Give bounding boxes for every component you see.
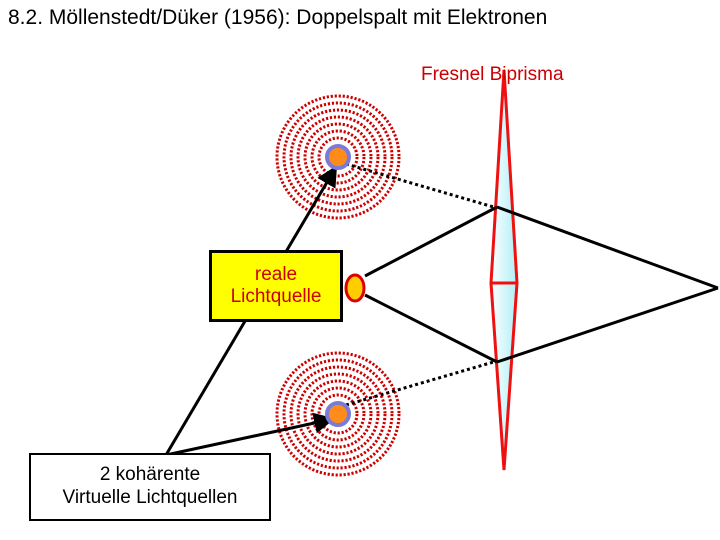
wave-ring	[296, 115, 380, 199]
arrow-to-virtual-bottom	[165, 412, 336, 457]
virtual-ray-top	[345, 162, 498, 210]
ray-real-to-prism-bottom	[364, 293, 498, 364]
wave-ring	[310, 386, 366, 442]
wave-ring	[303, 122, 373, 192]
real-source-label-line2: Lichtquelle	[230, 286, 322, 307]
real-source-label-line1: reale	[254, 264, 298, 286]
virtual-source-bottom	[325, 401, 351, 427]
virtual-sources-label-box: 2 kohärente Virtuelle Lichtquellen	[29, 453, 271, 521]
wave-ring	[275, 351, 401, 477]
wave-ring	[317, 136, 359, 178]
wave-ring	[296, 372, 380, 456]
wave-rings-top	[275, 94, 401, 220]
virtual-source-top	[325, 144, 351, 170]
wave-ring	[289, 365, 387, 463]
slide-title: 8.2. Möllenstedt/Düker (1956): Doppelspa…	[8, 6, 548, 29]
virtual-ray-bottom	[345, 359, 498, 407]
real-source-label-box: reale Lichtquelle	[209, 250, 343, 322]
wave-ring	[303, 379, 373, 449]
wave-ring	[275, 94, 401, 220]
virtual-sources-label-line1: 2 kohärente	[99, 464, 201, 486]
wave-ring	[282, 101, 394, 213]
wave-ring	[282, 358, 394, 470]
wave-ring	[310, 129, 366, 185]
ray-real-to-prism-top	[364, 205, 498, 278]
wave-rings-bottom	[275, 351, 401, 477]
virtual-sources-label-line2: Virtuelle Lichtquellen	[62, 487, 238, 508]
wave-ring	[317, 393, 359, 435]
ray-prism-top-to-screen	[496, 205, 719, 290]
real-source	[344, 273, 366, 303]
ray-prism-bottom-to-screen	[496, 286, 719, 364]
wave-ring	[289, 108, 387, 206]
biprism-label: Fresnel Biprisma	[421, 64, 564, 85]
fresnel-biprism	[489, 69, 519, 471]
